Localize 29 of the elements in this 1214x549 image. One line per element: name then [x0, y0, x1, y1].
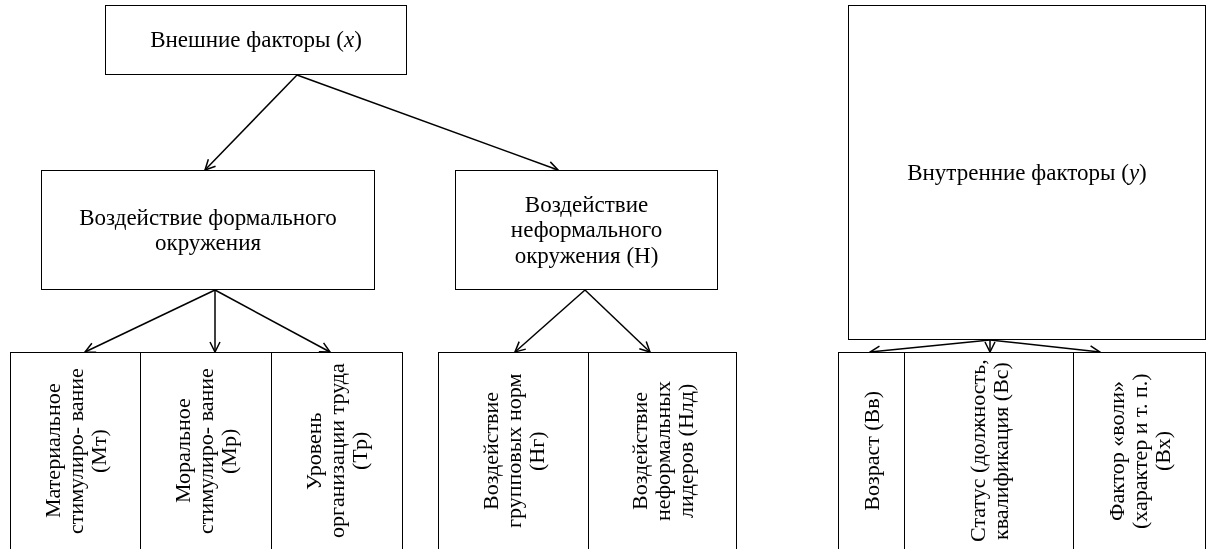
process-box [848, 5, 1206, 340]
process-box [455, 170, 718, 290]
box-label: Фактор «воли» (характер и т. п.) (Вх) [1104, 372, 1175, 531]
process-box [105, 5, 407, 75]
box-label: Внутренние факторы (y) [907, 159, 1147, 186]
factor-box [588, 352, 737, 549]
arrow [209, 289, 221, 353]
box-label: Воздействие групповых норм (Нг) [478, 372, 549, 531]
box-label: Воздействие неформального окружения (Н) [509, 192, 664, 268]
arrow [984, 339, 996, 353]
arrow [204, 74, 298, 171]
box-label: Внешние факторы (x) [150, 27, 362, 53]
arrow [584, 289, 651, 353]
box-label: Материальное стимулиро- вание (Мт) [40, 367, 111, 536]
arrow [84, 289, 216, 353]
box-label: Статус (должность, квалификация (Вс) [965, 358, 1013, 545]
factor-box [10, 352, 141, 549]
factor-box [438, 352, 589, 549]
arrow [514, 289, 586, 353]
factor-box [271, 352, 403, 549]
factor-box [1073, 352, 1206, 549]
box-label: Моральное стимулиро- вание (Мр) [171, 367, 241, 536]
arrow [214, 289, 331, 353]
box-label: Уровень организации труда (Тр) [302, 362, 372, 541]
box-label: Возраст (Вв) [859, 391, 884, 511]
box-label: Воздействие формального окружения [78, 204, 338, 256]
process-box [41, 170, 375, 290]
box-label: Воздействие неформальных лидеров (Нлд) [627, 380, 698, 523]
factor-box [838, 352, 905, 549]
